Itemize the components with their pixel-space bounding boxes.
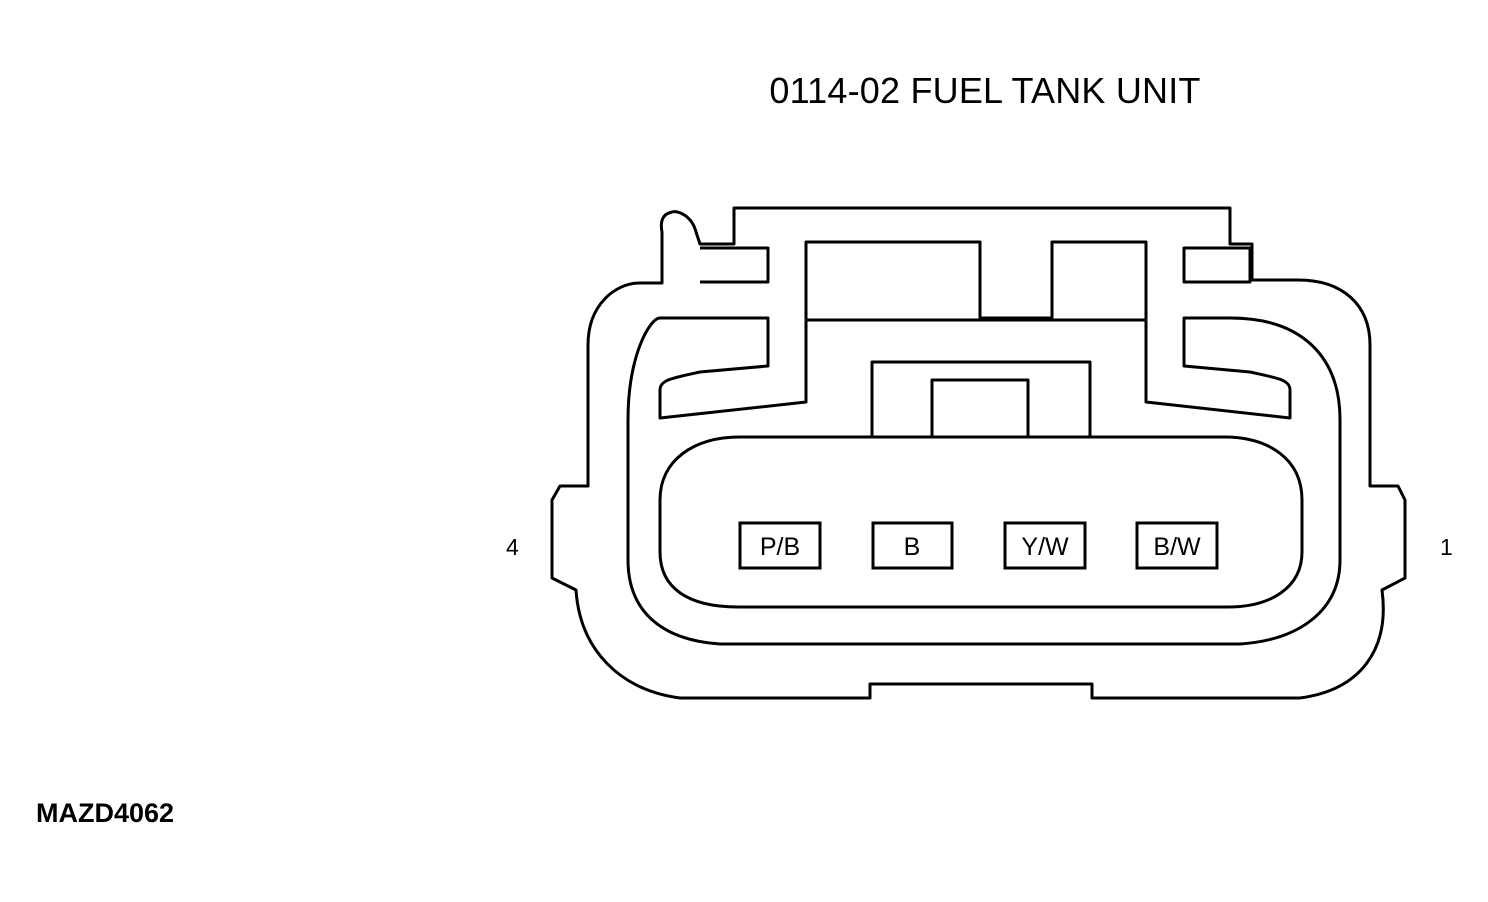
terminal-3-box xyxy=(871,521,954,570)
connector-inner-ring xyxy=(626,240,1342,646)
terminal-2: Y/W xyxy=(1003,521,1087,570)
terminal-3: B xyxy=(871,521,954,570)
connector-outer-shell xyxy=(550,206,1407,700)
pin-number-left: 4 xyxy=(506,534,519,560)
terminal-4: P/B xyxy=(738,521,822,570)
terminal-1-label: B/W xyxy=(1153,533,1201,561)
figure-code: MAZD4062 xyxy=(36,798,175,828)
terminal-2-label: Y/W xyxy=(1021,533,1069,561)
pin-number-right: 1 xyxy=(1440,534,1453,560)
right-latch-slot xyxy=(1182,246,1252,284)
center-lock-inner xyxy=(930,378,1030,436)
terminal-2-box xyxy=(1003,521,1087,570)
diagram-title: 0114-02 FUEL TANK UNIT xyxy=(769,70,1201,111)
terminal-4-box xyxy=(738,521,822,570)
center-lock-tab xyxy=(870,360,1092,436)
terminal-4-label: P/B xyxy=(760,533,800,561)
terminal-cavity xyxy=(658,435,1304,609)
left-latch-slot xyxy=(700,246,770,284)
terminal-1-box xyxy=(1135,521,1219,570)
terminal-1: B/W xyxy=(1135,521,1219,570)
terminal-3-label: B xyxy=(904,533,921,561)
